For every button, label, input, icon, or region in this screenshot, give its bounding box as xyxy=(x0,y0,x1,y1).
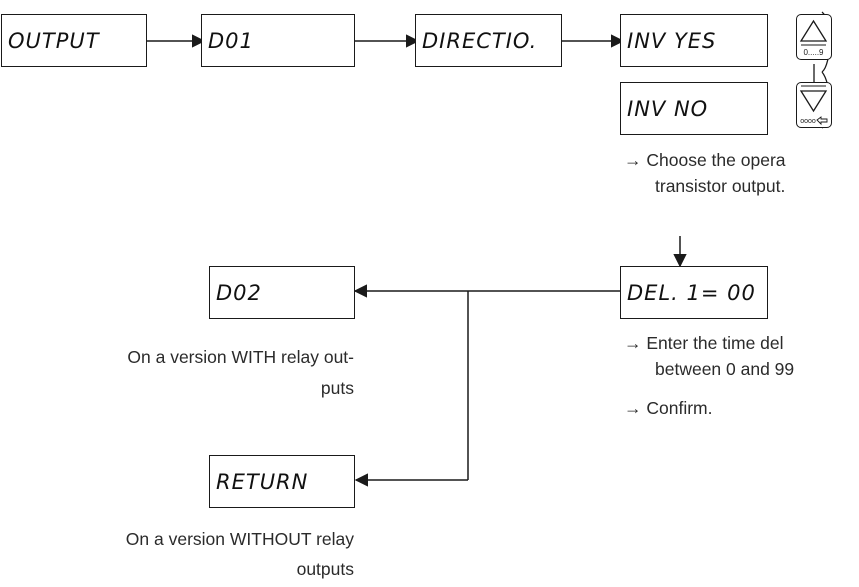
down-key-label: oooo xyxy=(800,118,816,125)
triangle-up-icon: 0.....9 xyxy=(799,19,828,57)
display-return: RETURN xyxy=(209,455,355,508)
note-choose-line2: transistor output. xyxy=(655,176,786,196)
display-d01-text: D01 xyxy=(208,28,254,53)
note-without-relay-line1: On a version WITHOUT relay xyxy=(125,529,354,549)
note-choose: → Choose the opera xyxy=(624,147,786,173)
display-d01: D01 xyxy=(201,14,355,67)
note-with-relay-line2: puts xyxy=(320,378,354,398)
display-direction-text: DIRECTIO. xyxy=(422,28,538,53)
note-with-relay-line1: On a version WITH relay out- xyxy=(127,347,354,367)
display-inv-no-text: INV NO xyxy=(627,96,709,121)
arrow-glyph: → xyxy=(624,150,642,170)
up-key-button[interactable]: 0.....9 xyxy=(796,14,832,60)
note-enter-line1: Enter the time del xyxy=(646,333,784,353)
display-output-text: OUTPUT xyxy=(8,28,100,53)
display-inv-yes: INV YES xyxy=(620,14,768,67)
enter-arrow-icon xyxy=(816,116,828,126)
display-output: OUTPUT xyxy=(1,14,147,67)
down-key-button[interactable]: oooo xyxy=(796,82,832,128)
note-enter-line2: between 0 and 99 xyxy=(655,359,795,379)
note-without-relay-line2: outputs xyxy=(296,559,354,579)
display-inv-no: INV NO xyxy=(620,82,768,135)
display-return-text: RETURN xyxy=(216,469,309,494)
display-inv-yes-text: INV YES xyxy=(627,28,717,53)
note-confirm: → Confirm. xyxy=(624,395,713,421)
note-confirm-text: Confirm. xyxy=(646,398,713,418)
display-del1-text: DEL. 1= 00 xyxy=(627,280,756,305)
up-key-label: 0.....9 xyxy=(803,48,824,57)
note-enter: → Enter the time del xyxy=(624,330,784,356)
arrow-glyph: → xyxy=(624,333,642,353)
triangle-down-icon: oooo xyxy=(799,85,828,126)
note-choose-line1: Choose the opera xyxy=(646,150,786,170)
display-d02-text: D02 xyxy=(216,280,262,305)
arrow-glyph: → xyxy=(624,398,642,418)
display-direction: DIRECTIO. xyxy=(415,14,562,67)
display-del1: DEL. 1= 00 xyxy=(620,266,768,319)
display-d02: D02 xyxy=(209,266,355,319)
